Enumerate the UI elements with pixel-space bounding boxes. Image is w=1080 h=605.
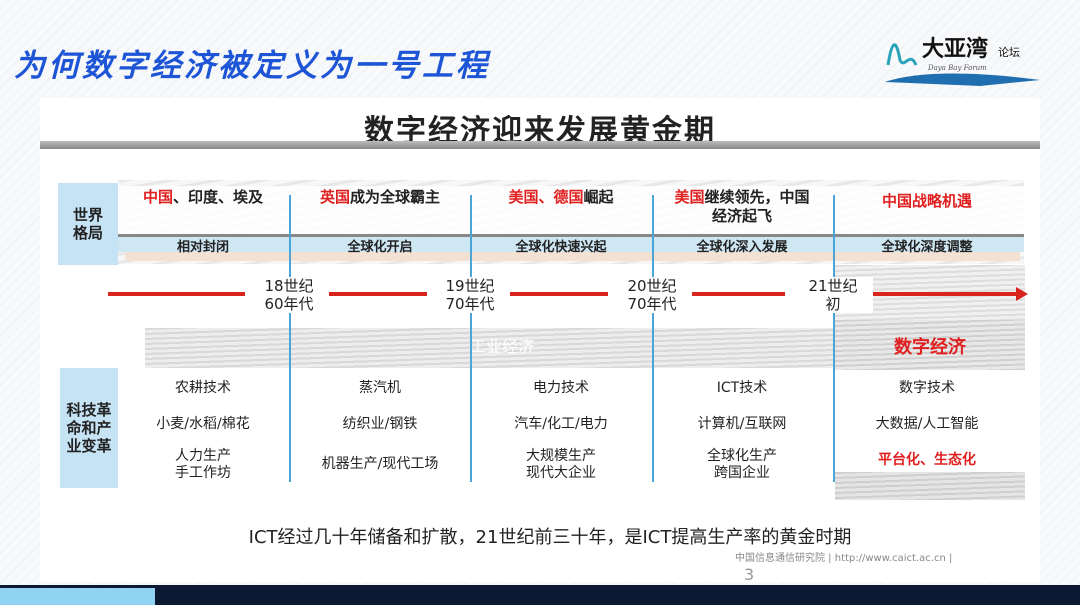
conclusion-text: ICT经过几十年储备和扩散，21世纪前三十年，是ICT提高生产率的黄金时期: [248, 527, 852, 548]
forum-logo: 大亚湾论坛 Daya Bay Forum: [880, 30, 1050, 90]
body-text: 崛起: [583, 188, 614, 206]
tech-cell: 机器生产/现代工场: [321, 456, 439, 472]
svg-text:大亚湾: 大亚湾: [922, 36, 988, 62]
tech-cell: 大规模生产 现代大企业: [526, 448, 596, 481]
timeline-century: 20世纪: [627, 277, 677, 295]
tech-cell: 平台化、生态化: [878, 452, 976, 468]
world-column-text: 美国继续领先，中国经济起飞: [652, 188, 832, 226]
timeline-period: 60年代: [264, 295, 314, 313]
era-divider: [652, 195, 654, 482]
tech-cell: 电力技术: [533, 380, 589, 396]
globalization-stage: 全球化开启: [347, 240, 413, 255]
tech-cell: 纺织业/钢铁: [342, 416, 418, 432]
era-divider: [289, 195, 291, 482]
highlight-text: 美国、德国: [508, 188, 584, 206]
tech-cell: 汽车/化工/电力: [514, 416, 608, 432]
tech-cell: ICT技术: [716, 380, 768, 396]
era-divider: [833, 195, 835, 482]
world-label: 世界格局: [58, 183, 118, 265]
tech-cell: 人力生产 手工作坊: [175, 448, 231, 481]
globalization-stage: 相对封闭: [176, 240, 229, 255]
subtitle-divider: [40, 141, 1040, 149]
globalization-bar: [118, 234, 1024, 252]
world-band-bottom: [125, 252, 1020, 261]
timeline-period: 初: [825, 295, 841, 313]
world-band-top: [118, 186, 1024, 236]
globalization-stage: 全球化深入发展: [696, 240, 788, 255]
bottom-accent: [0, 588, 155, 605]
timeline-period: 70年代: [627, 295, 677, 313]
tech-cell: 数字技术: [899, 380, 955, 396]
page-title: 为何数字经济被定义为一号工程: [14, 48, 490, 84]
body-text: 成为全球霸主: [350, 188, 441, 206]
tech-cell: 小麦/水稻/棉花: [156, 416, 250, 432]
timeline-century: 19世纪: [445, 277, 495, 295]
bottom-bar: [0, 585, 1080, 605]
highlight-text: 英国: [319, 188, 350, 206]
timeline-segment: [108, 292, 245, 296]
highlight-text: 中国: [142, 188, 173, 206]
industrial-economy-label: 工业经济: [470, 337, 535, 356]
tech-cell: 农耕技术: [175, 380, 231, 396]
world-column-text: 中国、印度、埃及: [113, 188, 293, 207]
world-column-text: 美国、德国崛起: [471, 188, 651, 207]
tech-cell: 计算机/互联网: [697, 416, 787, 432]
globalization-stage: 全球化深度调整: [881, 240, 973, 255]
tech-label: 科技革命和产业变革: [60, 368, 118, 488]
body-text: 、印度、埃及: [173, 188, 264, 206]
timeline-period: 70年代: [445, 295, 495, 313]
highlight-text: 中国战略机遇: [881, 192, 972, 210]
digital-economy-label: 数字经济: [894, 337, 966, 358]
industrial-economy-band: [145, 328, 835, 368]
era-divider: [470, 195, 472, 482]
timeline-century: 21世纪: [808, 277, 858, 295]
world-column-text: 中国战略机遇: [837, 192, 1017, 211]
timeline-arrow: [868, 292, 1018, 296]
timeline-segment: [690, 292, 785, 296]
timeline-segment: [508, 292, 608, 296]
world-column-text: 英国成为全球霸主: [290, 188, 470, 207]
tech-cell: 大数据/人工智能: [875, 416, 979, 432]
digital-foot-band: [835, 472, 1025, 500]
source-footer: 中国信息通信研究院 | http://www.caict.ac.cn |: [735, 553, 953, 564]
timeline-label: 21世纪初: [793, 277, 873, 313]
arrow-head-icon: [1016, 287, 1028, 301]
page-number: 3: [744, 565, 755, 584]
tech-cell: 蒸汽机: [359, 380, 401, 396]
body-text: 继续领先，中国经济起飞: [704, 188, 810, 225]
tech-cell: 全球化生产 跨国企业: [707, 448, 777, 481]
highlight-text: 美国: [674, 188, 705, 206]
svg-text:Daya Bay Forum: Daya Bay Forum: [927, 64, 987, 72]
digital-economy-band: [835, 320, 1025, 370]
timeline-segment: [327, 292, 427, 296]
timeline-century: 18世纪: [264, 277, 314, 295]
globalization-stage: 全球化快速兴起: [515, 240, 607, 255]
svg-text:论坛: 论坛: [998, 45, 1020, 59]
